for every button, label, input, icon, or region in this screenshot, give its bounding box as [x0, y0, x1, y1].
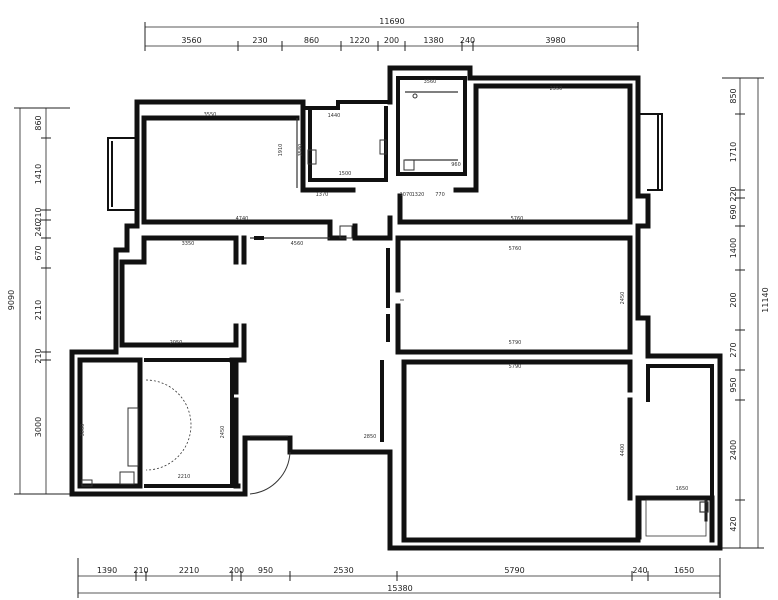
top-overall-dimension: 11690 [379, 17, 404, 26]
fixtures [81, 93, 709, 537]
interior-dimension-label: 3000 [80, 424, 86, 437]
top-segment-dimension: 230 [252, 36, 267, 45]
interior-dimension-label: 1320 [412, 192, 425, 198]
right-segment-dimension: 950 [729, 377, 738, 392]
interior-dimensions: 3550 1910 1440 1500 3560 2350 3580 1370 960 1320 7… [80, 79, 688, 492]
interior-dimension-label: 2850 [364, 434, 377, 440]
right-segment-dimension: 270 [729, 342, 738, 357]
interior-dimension-label: 2450 [220, 426, 226, 439]
interior-walls [77, 76, 715, 543]
interior-dimension-label: 1370 [316, 192, 329, 198]
interior-dimension-label: 1650 [676, 486, 689, 492]
top-dimension-chain: 11690 3560 230 860 1220 200 1380 240 3980 [144, 17, 639, 51]
top-segment-dimension: 240 [460, 36, 475, 45]
bottom-segment-dimension: 950 [258, 566, 273, 575]
interior-dimension-label: 3550 [204, 112, 217, 118]
right-segment-dimension: 690 [729, 204, 738, 219]
interior-dimension-label: 3560 [424, 79, 437, 85]
interior-dimension-label: 2210 [178, 474, 191, 480]
interior-dimension-label: 770 [435, 192, 445, 198]
interior-dimension-label: 5760 [509, 246, 522, 252]
left-segment-dimension: 860 [34, 115, 43, 130]
right-dimension-chain: 11140 850 1710 220 690 1400 200 270 950 2400 420 [722, 77, 770, 549]
interior-dimension-label: 1910 [278, 144, 284, 157]
bottom-segment-dimension: 200 [229, 566, 244, 575]
interior-dimension-label: 2350 [550, 86, 563, 92]
left-segment-dimension: 210 [34, 207, 43, 222]
interior-dimension-label: 4740 [236, 216, 249, 222]
right-segment-dimension: 420 [729, 516, 738, 531]
right-segment-dimension: 1400 [729, 238, 738, 258]
top-segment-dimension: 860 [304, 36, 319, 45]
top-segment-dimension: 1380 [423, 36, 443, 45]
bottom-segment-dimension: 1390 [97, 566, 117, 575]
right-segment-dimension: 220 [729, 186, 738, 201]
interior-dimension-label: 1440 [328, 113, 341, 119]
exterior-walls [69, 65, 723, 551]
interior-dimension-label: 5790 [509, 340, 522, 346]
interior-dimension-label: 3580 [298, 144, 304, 157]
interior-dimension-label: 4400 [620, 444, 626, 457]
right-overall-dimension: 11140 [761, 287, 770, 312]
interior-dimension-label: 5760 [511, 216, 524, 222]
right-segment-dimension: 200 [729, 292, 738, 307]
interior-dimension-label: 5790 [509, 364, 522, 370]
interior-dimension-label: 1500 [339, 171, 352, 177]
door-swings [145, 299, 404, 495]
top-segment-dimension: 3980 [545, 36, 565, 45]
interior-dimension-label: 1070 [400, 192, 413, 198]
interior-dimension-label: 960 [451, 162, 461, 168]
interior-dimension-label: 2050 [170, 340, 183, 346]
interior-dimension-label: 2450 [620, 292, 626, 305]
bottom-segment-dimension: 5790 [504, 566, 524, 575]
bottom-segment-dimension: 210 [133, 566, 148, 575]
left-overall-dimension: 9090 [7, 290, 16, 310]
top-segment-dimension: 200 [384, 36, 399, 45]
right-segment-dimension: 2400 [729, 440, 738, 460]
left-segment-dimension: 670 [34, 245, 43, 260]
left-segment-dimension: 1410 [34, 164, 43, 184]
interior-dimension-label: 4560 [291, 241, 304, 247]
right-segment-dimension: 850 [729, 88, 738, 103]
bottom-dimension-chain: 15380 1390 210 2210 200 950 2530 5790 240 1650 [77, 558, 721, 598]
interior-dimension-label: 3350 [182, 241, 195, 247]
top-segment-dimension: 3560 [181, 36, 201, 45]
top-segment-dimension: 1220 [349, 36, 369, 45]
left-segment-dimension: 3000 [34, 417, 43, 437]
bottom-segment-dimension: 1650 [674, 566, 694, 575]
left-segment-dimension: 210 [34, 348, 43, 363]
left-segment-dimension: 240 [34, 221, 43, 236]
bottom-segment-dimension: 2530 [333, 566, 353, 575]
bottom-segment-dimension: 2210 [179, 566, 199, 575]
right-segment-dimension: 1710 [729, 142, 738, 162]
left-segment-dimension: 2110 [34, 300, 43, 320]
bottom-overall-dimension: 15380 [387, 584, 412, 593]
bottom-segment-dimension: 240 [632, 566, 647, 575]
